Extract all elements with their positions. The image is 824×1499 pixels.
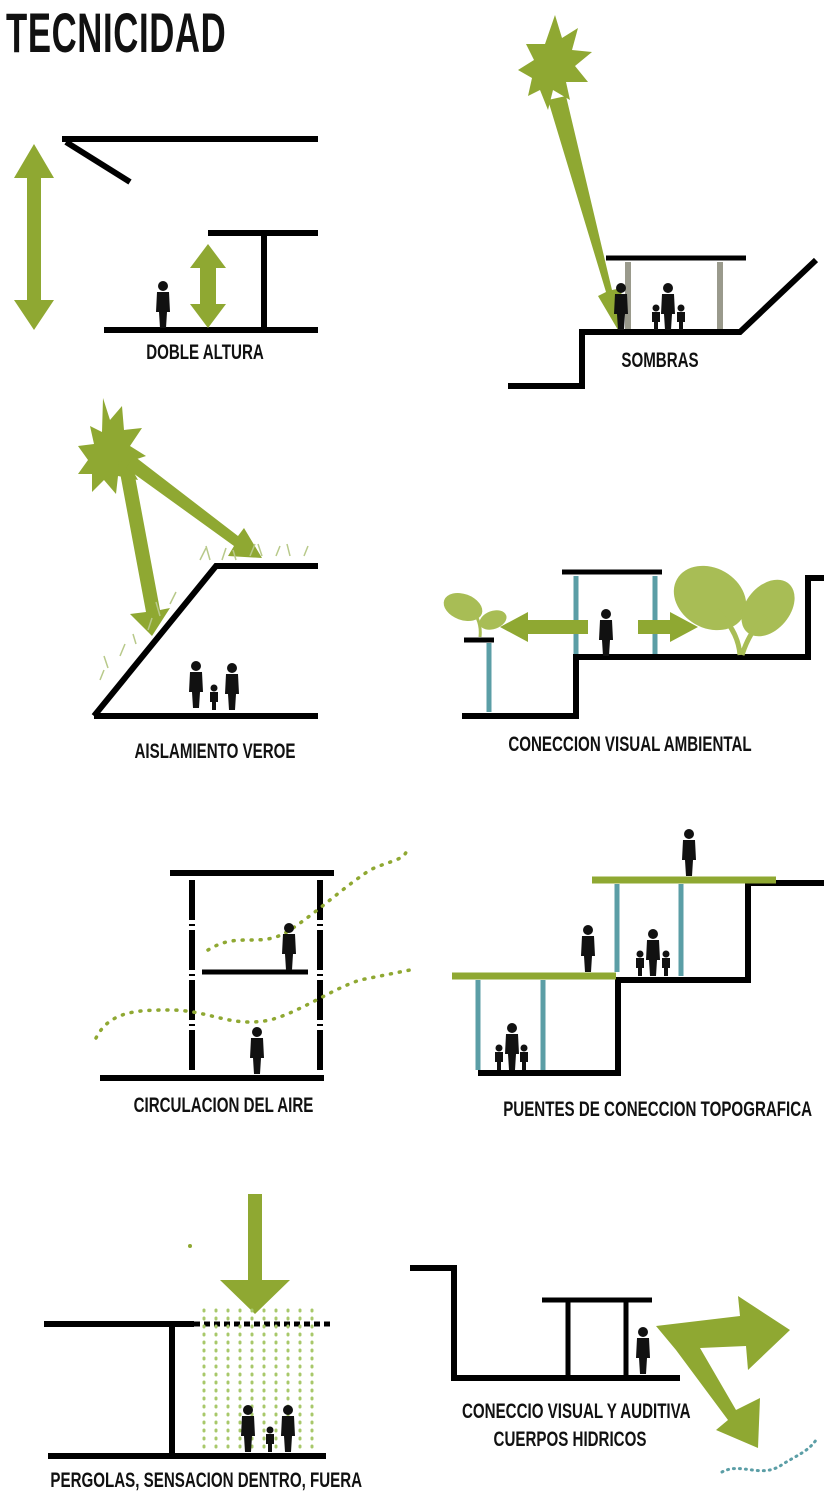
person-icon bbox=[156, 281, 170, 328]
arrow-left bbox=[500, 612, 588, 642]
child-icon bbox=[636, 950, 644, 976]
sun-icon bbox=[78, 398, 146, 494]
panel-doble-altura bbox=[14, 136, 318, 333]
person-icon bbox=[636, 1327, 650, 1374]
person-icon bbox=[281, 1405, 295, 1452]
caption-conexion-visual: CONECCION VISUAL AMBIENTAL bbox=[508, 733, 752, 756]
person-icon bbox=[189, 661, 203, 708]
arrow-right bbox=[638, 612, 698, 642]
panel-circulacion-aire bbox=[94, 844, 412, 1081]
tree-icon bbox=[673, 565, 795, 656]
child-icon bbox=[662, 950, 670, 976]
panel-sombras bbox=[508, 15, 819, 389]
person-icon bbox=[646, 929, 660, 976]
child-icon bbox=[520, 1044, 528, 1070]
person-icon bbox=[282, 923, 296, 970]
sun-ray-arrow bbox=[126, 456, 262, 558]
person-icon bbox=[225, 663, 239, 710]
person-icon bbox=[682, 829, 696, 876]
caption-aislamiento-verde: AISLAMIENTO VEROE bbox=[134, 740, 296, 763]
panel-pergolas bbox=[44, 1194, 332, 1459]
child-icon bbox=[495, 1044, 503, 1070]
sun-ray-arrow bbox=[548, 96, 622, 330]
sound-arrow-icon bbox=[656, 1296, 790, 1448]
person-icon bbox=[661, 283, 675, 330]
double-arrow-large bbox=[14, 144, 54, 330]
pergola-light-dots bbox=[202, 1308, 314, 1450]
water-dots bbox=[720, 1438, 818, 1474]
page-title: TECNICIDAD bbox=[6, 1, 227, 64]
air-flow-upper bbox=[206, 844, 409, 952]
double-arrow-small bbox=[190, 244, 226, 328]
sun-ray-arrow bbox=[118, 460, 170, 636]
arrow-down bbox=[220, 1194, 290, 1314]
caption-circulacion-aire: CIRCULACION DEL AIRE bbox=[133, 1094, 314, 1117]
caption-pergolas: PERGOLAS, SENSACION DENTRO, FUERA bbox=[50, 1469, 363, 1492]
person-icon bbox=[505, 1023, 519, 1070]
child-icon bbox=[652, 304, 660, 330]
child-icon bbox=[677, 304, 685, 330]
panel-puentes-conexion bbox=[452, 829, 824, 1076]
sun-icon bbox=[518, 15, 592, 110]
caption-doble-altura: DOBLE ALTURA bbox=[146, 341, 264, 364]
air-flow-lower bbox=[94, 968, 412, 1040]
person-icon bbox=[250, 1027, 264, 1074]
panel-aislamiento-verde bbox=[78, 398, 318, 719]
caption-sombras: SOMBRAS bbox=[621, 349, 699, 372]
person-icon bbox=[599, 609, 613, 656]
person-icon bbox=[581, 925, 595, 972]
caption-puentes-conexion: PUENTES DE CONECCION TOPOGRAFICA bbox=[503, 1098, 813, 1121]
caption-conexion-hidricos-1: CONECCIO VISUAL Y AUDITIVA bbox=[462, 1400, 691, 1423]
panel-conexion-hidricos bbox=[410, 1265, 818, 1474]
green-roof-grass bbox=[99, 543, 309, 681]
child-icon bbox=[210, 684, 218, 710]
caption-conexion-hidricos-2: CUERPOS HIDRICOS bbox=[493, 1428, 647, 1451]
child-icon bbox=[266, 1426, 274, 1452]
panel-conexion-visual bbox=[443, 565, 824, 719]
plant-icon bbox=[443, 592, 507, 638]
